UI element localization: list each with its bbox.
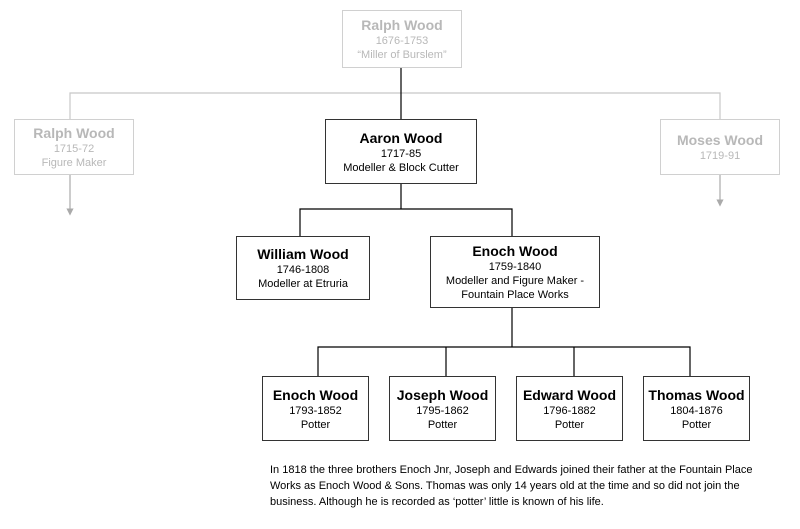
person-name: Enoch Wood	[272, 386, 359, 403]
person-enoch-wood: Enoch Wood 1759-1840 Modeller and Figure…	[430, 236, 600, 308]
person-ralph-wood-root: Ralph Wood 1676-1753 “Miller of Burslem”	[342, 10, 462, 68]
history-note: In 1818 the three brothers Enoch Jnr, Jo…	[270, 464, 753, 508]
person-dates: 1793-1852	[289, 404, 342, 417]
person-name: Joseph Wood	[396, 386, 489, 403]
person-dates: 1796-1882	[543, 404, 596, 417]
person-edward-wood: Edward Wood 1796-1882 Potter	[516, 376, 623, 441]
person-role: “Miller of Burslem”	[357, 49, 447, 61]
person-role: Potter	[427, 418, 458, 431]
person-name: Aaron Wood	[359, 129, 443, 146]
person-dates: 1717-85	[380, 147, 422, 160]
person-dates: 1759-1840	[488, 261, 542, 273]
person-dates: 1719-91	[699, 150, 741, 162]
person-role: Potter	[554, 418, 585, 431]
person-role: Potter	[681, 418, 712, 431]
person-name: Ralph Wood	[361, 17, 443, 33]
person-dates: 1804-1876	[670, 404, 723, 417]
person-name: Thomas Wood	[648, 386, 745, 403]
person-william-wood: William Wood 1746-1808 Modeller at Etrur…	[236, 236, 370, 300]
person-name: William Wood	[257, 246, 349, 262]
person-moses-wood: Moses Wood 1719-91	[660, 119, 780, 175]
person-enoch-wood-jnr: Enoch Wood 1793-1852 Potter	[262, 376, 369, 441]
person-joseph-wood: Joseph Wood 1795-1862 Potter	[389, 376, 496, 441]
connector-ralph-to-children	[69, 92, 721, 119]
connector-enoch-to-children	[317, 308, 691, 376]
person-dates: 1715-72	[53, 143, 95, 155]
person-name: Enoch Wood	[472, 243, 558, 259]
person-dates: 1795-1862	[416, 404, 469, 417]
person-role: Potter	[300, 418, 331, 431]
person-dates: 1746-1808	[276, 264, 330, 276]
person-role-continued: Fountain Place Works	[461, 289, 569, 301]
person-dates: 1676-1753	[375, 35, 429, 47]
person-name: Ralph Wood	[33, 125, 115, 141]
person-ralph-wood-figure-maker: Ralph Wood 1715-72 Figure Maker	[14, 119, 134, 175]
person-role: Figure Maker	[41, 157, 107, 169]
connector-aaron-to-children	[299, 184, 513, 236]
person-name: Edward Wood	[522, 386, 617, 403]
person-thomas-wood: Thomas Wood 1804-1876 Potter	[643, 376, 750, 441]
person-role: Modeller & Block Cutter	[343, 161, 459, 174]
person-name: Moses Wood	[676, 132, 764, 148]
person-aaron-wood: Aaron Wood 1717-85 Modeller & Block Cutt…	[325, 119, 477, 184]
person-role: Modeller and Figure Maker -	[445, 275, 585, 287]
person-role: Modeller at Etruria	[258, 278, 348, 290]
